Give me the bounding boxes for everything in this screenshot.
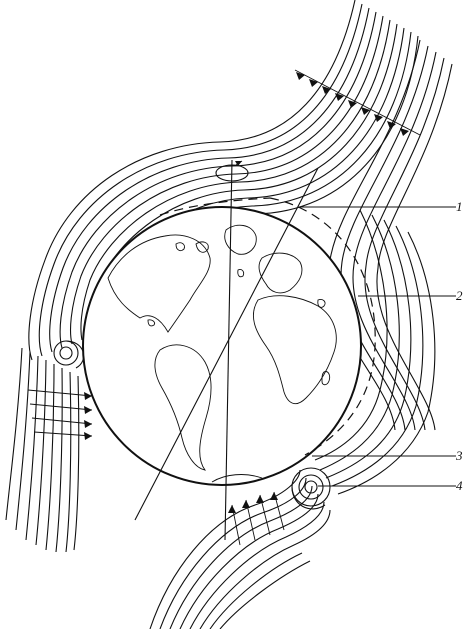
left-vortex [53, 340, 85, 369]
vertical-axis [224, 159, 233, 541]
label-2: 2 [456, 288, 463, 303]
lower-left-stream [5, 347, 80, 553]
right-arc-stream [314, 209, 436, 495]
island-madagascar [321, 371, 331, 386]
globe [82, 197, 376, 486]
lower-inflow-arrows [228, 491, 285, 546]
lower-right-vortex [291, 467, 331, 510]
continent-greenland [224, 224, 257, 255]
left-inflow-arrows [27, 389, 93, 440]
leader-lines [300, 206, 456, 487]
continent-north-america [107, 234, 211, 333]
lower-stream [149, 469, 331, 629]
top-right-arrowheads [294, 69, 421, 136]
label-3: 3 [455, 448, 463, 463]
continent-africa [253, 295, 337, 405]
continent-antarctica-edge [211, 474, 263, 483]
tilted-axis [134, 167, 319, 521]
label-4: 4 [456, 478, 463, 493]
label-1: 1 [456, 199, 463, 214]
continent-south-america [154, 344, 212, 471]
